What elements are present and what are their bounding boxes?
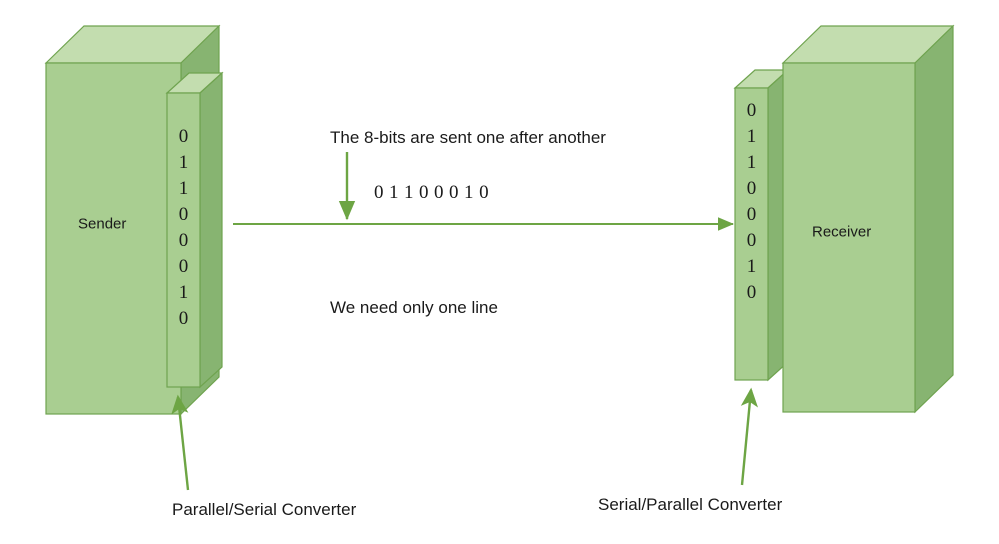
receiver-bit-0: 0 <box>746 100 757 121</box>
receiver-box-side-face <box>914 24 954 414</box>
serial-bitstream: 0 1 1 0 0 0 1 0 <box>374 182 489 203</box>
receiver-bit-column: 0 1 1 0 0 0 1 0 <box>735 98 768 306</box>
sender-box-front-face <box>45 62 182 415</box>
sender-label: Sender <box>78 215 127 233</box>
sender-converter-callout-arrow <box>171 394 190 491</box>
sender-bit-column: 0 1 1 0 0 0 1 0 <box>167 124 200 332</box>
receiver-bit-3: 0 <box>746 178 757 199</box>
receiver-converter-label: Serial/Parallel Converter <box>598 495 783 514</box>
receiver-converter-front-face <box>734 87 769 381</box>
receiver-bit-5: 0 <box>746 230 757 251</box>
receiver-bit-4: 0 <box>746 204 757 225</box>
receiver-converter-callout-arrow <box>740 387 759 486</box>
sender-converter-box <box>165 71 224 389</box>
sender-bit-7: 0 <box>178 308 189 329</box>
receiver-bit-1: 1 <box>746 126 757 147</box>
sender-converter-front-face <box>166 92 201 388</box>
receiver-bit-6: 1 <box>746 256 757 277</box>
receiver-bit-7: 0 <box>746 282 757 303</box>
one-line-note: We need only one line <box>330 298 498 317</box>
bits-sent-note: The 8-bits are sent one after another <box>330 128 606 147</box>
sender-converter-label: Parallel/Serial Converter <box>172 500 357 519</box>
receiver-box-front-face <box>782 62 916 413</box>
sender-converter-side-face <box>199 71 223 389</box>
sender-bit-2: 1 <box>178 178 189 199</box>
sender-bit-5: 0 <box>178 256 189 277</box>
sender-bit-3: 0 <box>178 204 189 225</box>
receiver-label: Receiver <box>812 223 872 241</box>
sender-bit-1: 1 <box>178 152 189 173</box>
receiver-bit-2: 1 <box>746 152 757 173</box>
sender-bit-6: 1 <box>178 282 189 303</box>
receiver-box <box>781 24 955 414</box>
sender-bit-0: 0 <box>178 126 189 147</box>
sender-bit-4: 0 <box>178 230 189 251</box>
